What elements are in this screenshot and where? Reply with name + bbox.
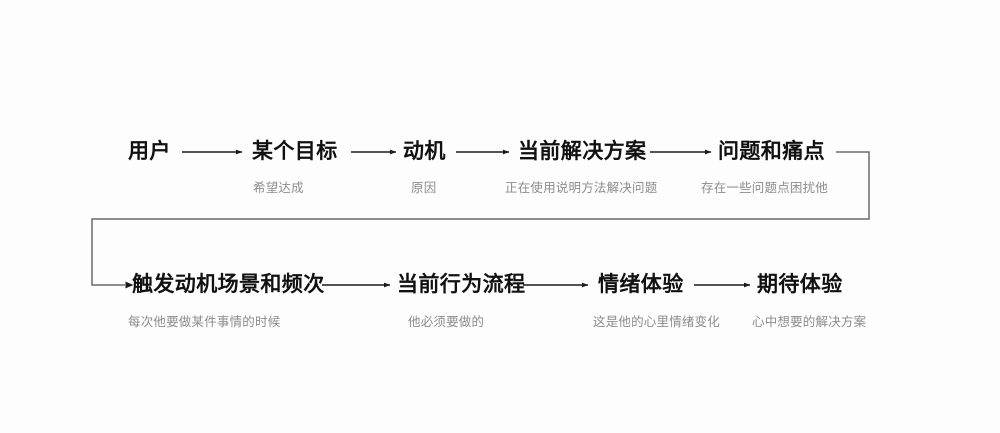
flow-node-label-problems-painpoints[interactable]: 问题和痛点 <box>718 140 825 163</box>
flow-node-label-current-solution[interactable]: 当前解决方案 <box>518 140 647 163</box>
flow-node-caption-motivation: 原因 <box>411 181 437 195</box>
flow-node-label-emotional-experience[interactable]: 情绪体验 <box>598 273 684 296</box>
flow-node-caption-current-solution: 正在使用说明方法解决问题 <box>505 181 658 195</box>
flow-node-caption-problems-painpoints: 存在一些问题点困扰他 <box>701 181 829 195</box>
flow-node-caption-current-behavior-flow: 他必须要做的 <box>408 315 485 329</box>
flow-node-label-goal[interactable]: 某个目标 <box>252 140 338 163</box>
flow-node-label-user[interactable]: 用户 <box>128 140 171 163</box>
wrap-connector-icon <box>91 151 870 286</box>
flow-node-label-expected-experience[interactable]: 期待体验 <box>757 273 843 296</box>
flow-node-caption-emotional-experience: 这是他的心里情绪变化 <box>593 315 721 329</box>
flow-node-label-motivation[interactable]: 动机 <box>403 140 446 163</box>
flow-node-caption-expected-experience: 心中想要的解决方案 <box>752 315 867 329</box>
flow-node-label-current-behavior-flow[interactable]: 当前行为流程 <box>397 273 526 296</box>
flow-node-caption-trigger-scene-frequency: 每次他要做某件事情的时候 <box>128 315 281 329</box>
flow-node-caption-goal: 希望达成 <box>253 181 304 195</box>
flow-node-label-trigger-scene-frequency[interactable]: 触发动机场景和频次 <box>132 273 325 296</box>
